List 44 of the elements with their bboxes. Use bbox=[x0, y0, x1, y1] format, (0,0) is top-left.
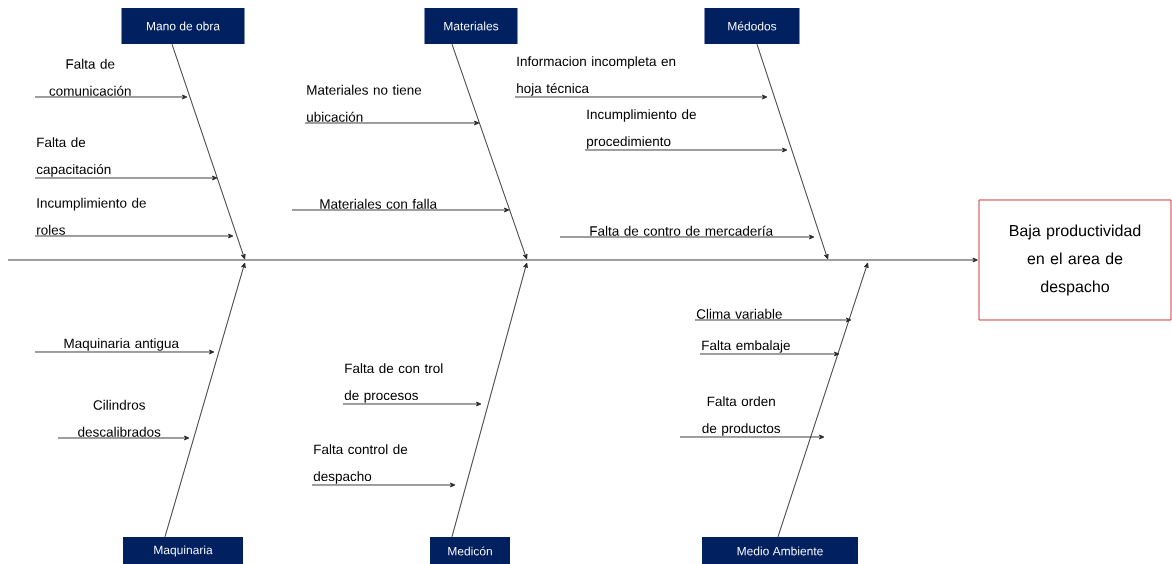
arrow bbox=[304, 120, 480, 126]
bone-arrow bbox=[451, 43, 528, 260]
cause-text: Incumplimiento de procedimiento bbox=[587, 109, 696, 149]
cause-text: Falta de comunicación bbox=[49, 58, 131, 96]
category-box: Maquinaria bbox=[123, 537, 243, 564]
cause-text: Materiales con falla bbox=[320, 198, 438, 209]
cause-text: Falta de capacitación bbox=[36, 137, 111, 177]
spine-arrow bbox=[7, 257, 978, 263]
arrow bbox=[57, 435, 190, 441]
arrow bbox=[514, 94, 768, 100]
cause-text: Falta de con trol de procesos bbox=[344, 363, 443, 403]
arrow bbox=[34, 349, 215, 355]
arrow bbox=[342, 401, 482, 407]
arrow bbox=[694, 317, 852, 323]
category-box: Medio Ambiente bbox=[702, 537, 858, 564]
arrow bbox=[559, 234, 815, 240]
arrow bbox=[699, 351, 840, 357]
arrow bbox=[679, 434, 825, 440]
arrow bbox=[291, 207, 510, 213]
bone-arrow bbox=[756, 43, 829, 260]
cause-text: Falta embalaje bbox=[702, 340, 790, 353]
cause-text: Maquinaria antigua bbox=[64, 338, 179, 351]
cause-text: Falta de contro de mercadería bbox=[590, 225, 774, 236]
category-box: Médodos bbox=[704, 8, 800, 44]
arrow bbox=[584, 147, 788, 153]
effect-box: Baja productividad en el area de despacho bbox=[978, 199, 1172, 321]
bone-arrow bbox=[451, 262, 528, 538]
cause-text: Falta control de despacho bbox=[313, 444, 408, 484]
category-box: Materiales bbox=[424, 8, 518, 44]
cause-text: Materiales no tiene ubicación bbox=[307, 84, 422, 122]
cause-text: Informacion incompleta en hoja técnica bbox=[517, 56, 676, 96]
cause-text: Clima variable bbox=[696, 308, 782, 319]
arrow bbox=[34, 94, 188, 100]
cause-text: Falta orden de productos bbox=[702, 396, 781, 436]
arrow bbox=[34, 233, 234, 239]
cause-text: Cilindros descalibrados bbox=[78, 399, 161, 437]
arrow bbox=[34, 175, 218, 181]
category-box: Medicón bbox=[430, 537, 510, 564]
bone-arrow bbox=[164, 262, 246, 538]
arrow bbox=[311, 482, 456, 488]
category-box: Mano de obra bbox=[121, 8, 245, 44]
bone-arrow bbox=[171, 43, 246, 260]
bone-arrow bbox=[777, 262, 869, 538]
cause-text: Incumplimiento de roles bbox=[37, 197, 146, 235]
